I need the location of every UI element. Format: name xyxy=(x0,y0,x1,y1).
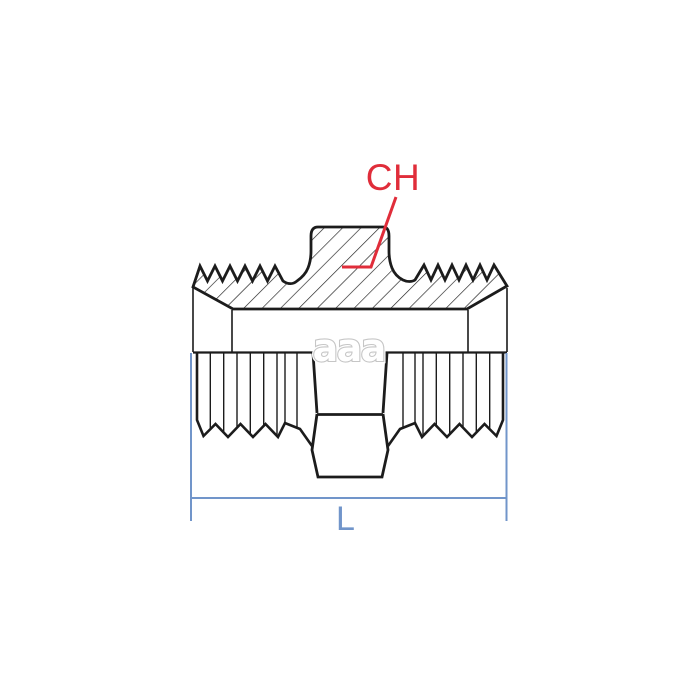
ch-callout-label: CH xyxy=(366,157,420,198)
watermark-halo-group: a a a xyxy=(310,324,388,373)
watermark-letter-halo: a xyxy=(313,326,339,370)
length-extension-lines xyxy=(190,353,508,521)
hex-side-face-edges xyxy=(192,288,508,352)
thread-profile-left xyxy=(195,353,314,447)
length-dimension-group xyxy=(190,353,508,521)
watermark-letter: a xyxy=(337,326,363,370)
watermark-letter-halo: a xyxy=(337,326,363,370)
watermark-group: a a a xyxy=(312,325,388,371)
watermark-letter: a xyxy=(361,326,387,370)
hex-lower-silhouette xyxy=(310,413,390,479)
watermark-letter-halo: a xyxy=(361,326,387,370)
thread-lines-right xyxy=(402,353,491,435)
thread-lines-left xyxy=(209,353,298,435)
length-label: L xyxy=(336,500,355,538)
hex-flat-upper-edges xyxy=(311,352,389,414)
watermark-letter: a xyxy=(313,326,339,370)
ch-leader-line xyxy=(342,196,398,269)
thread-profile-right xyxy=(386,353,505,447)
